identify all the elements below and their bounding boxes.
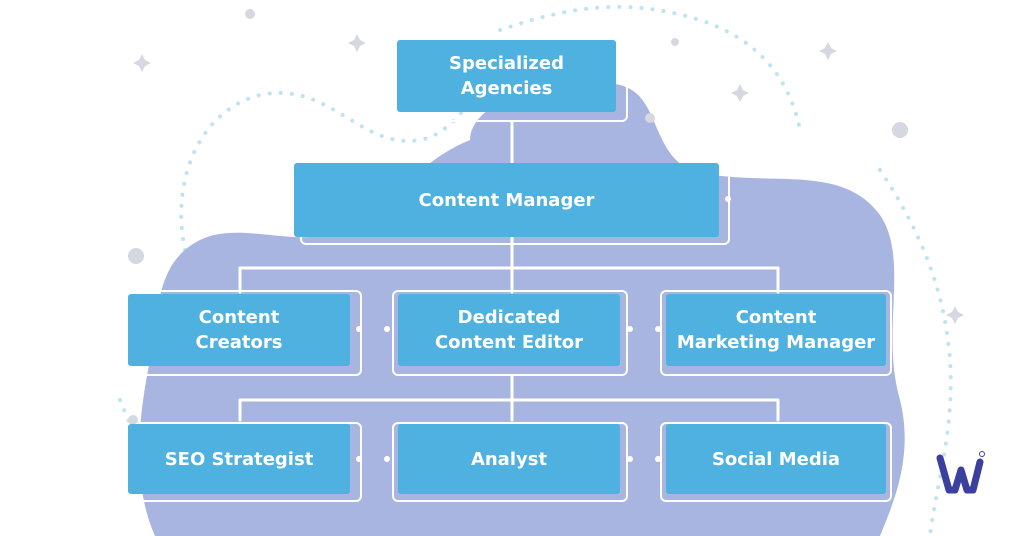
dotted-curve-top	[498, 4, 802, 132]
sparkle-icon	[819, 42, 837, 60]
sparkle-icon	[731, 84, 749, 102]
node-frame	[660, 422, 892, 502]
connector-dot	[655, 456, 661, 462]
node-analyst: Analyst	[398, 424, 620, 494]
connector-dot	[627, 326, 633, 332]
connector-dot	[384, 456, 390, 462]
node-content-manager: Content Manager	[294, 163, 719, 237]
node-frame	[392, 290, 628, 376]
sparkle-icon	[133, 54, 151, 72]
node-content-creators: Content Creators	[128, 294, 350, 366]
connector-dot	[627, 456, 633, 462]
node-seo-strategist: SEO Strategist	[128, 424, 350, 494]
sparkle-icon	[348, 34, 366, 52]
dotted-curve-right	[878, 168, 953, 536]
connector-dot	[655, 326, 661, 332]
decor-circle	[245, 9, 255, 19]
node-specialized-agencies: Specialized Agencies	[397, 40, 616, 112]
decor-circle	[671, 38, 679, 46]
connector-manager-row2	[238, 235, 780, 294]
w-logo-icon	[936, 451, 985, 494]
node-frame	[660, 290, 892, 376]
node-frame	[392, 422, 628, 502]
node-social-media: Social Media	[666, 424, 886, 494]
sparkle-icon	[946, 306, 964, 324]
decor-circle	[128, 248, 144, 264]
connector-dot	[384, 326, 390, 332]
decor-circle	[645, 113, 655, 123]
node-content-marketing-manager: Content Marketing Manager	[666, 294, 886, 366]
decor-circle	[892, 122, 908, 138]
connector-row2-row3	[238, 374, 780, 422]
node-dedicated-content-editor: Dedicated Content Editor	[398, 294, 620, 366]
